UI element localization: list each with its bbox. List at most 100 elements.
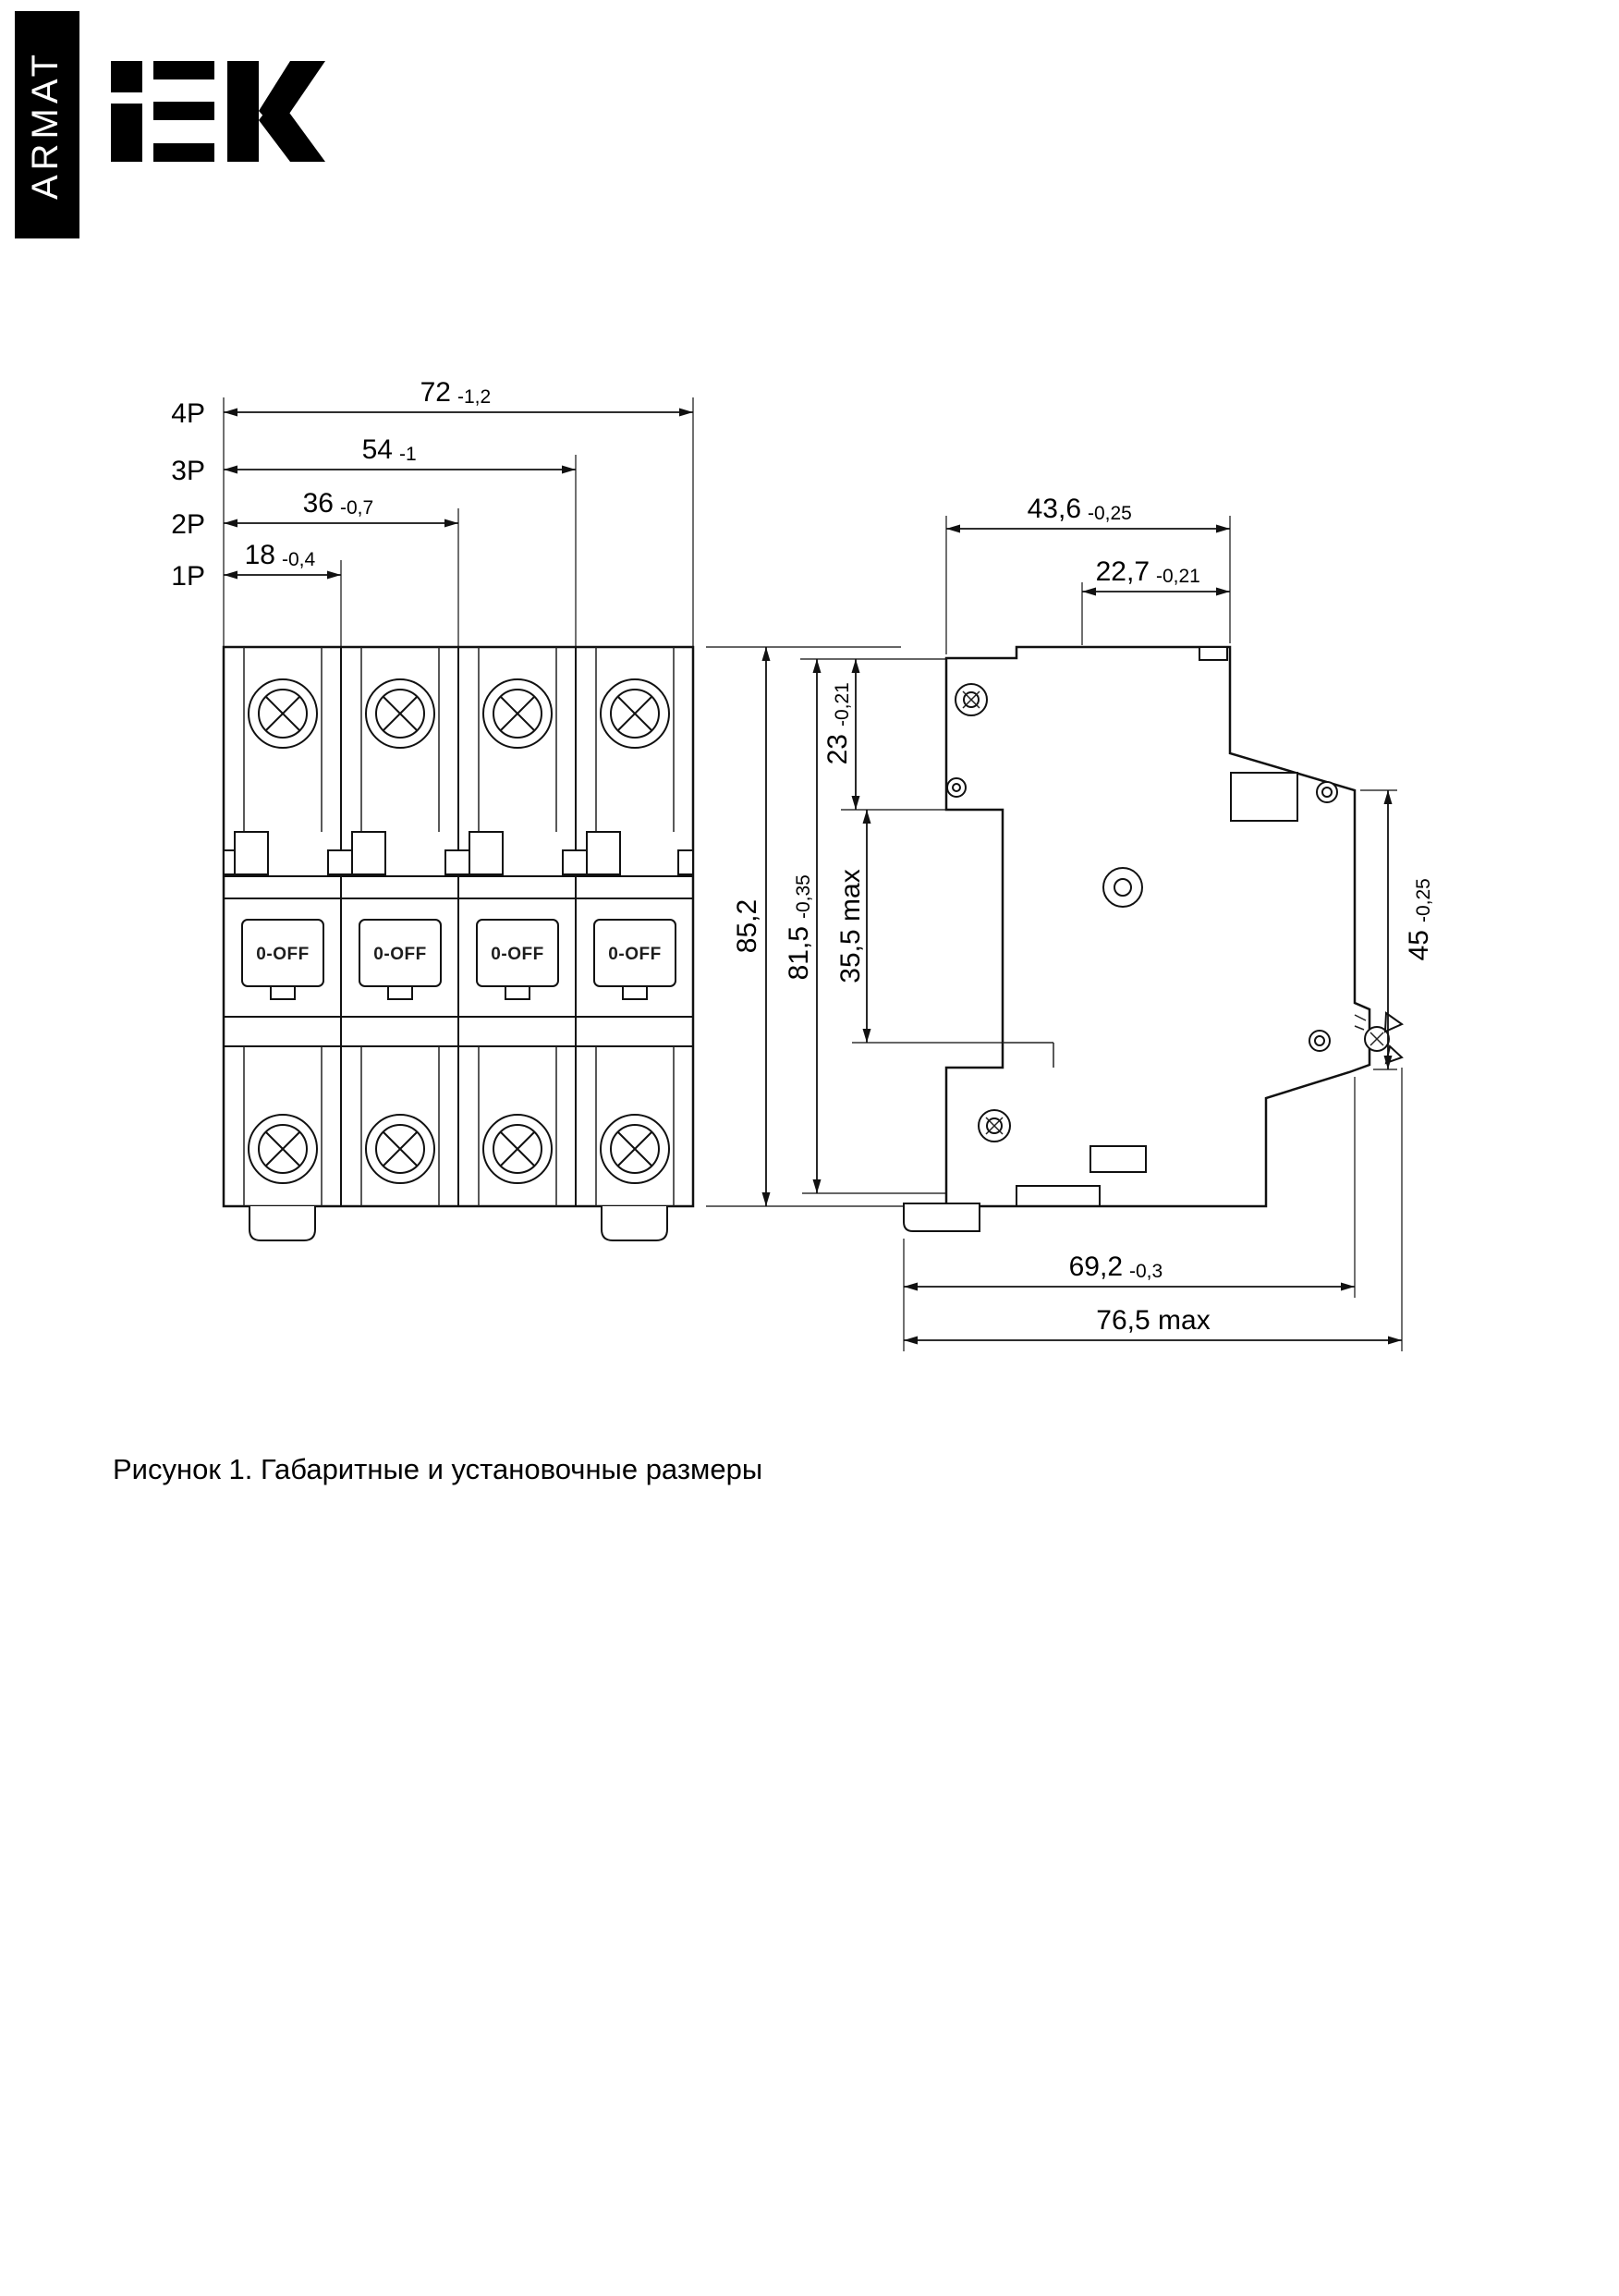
side-view-dimensions: 43,6 -0,25 22,7 -0,21 45 -0,25 69,2 -0,3	[903, 494, 1434, 1351]
terminal-screw-top-side-inner	[963, 691, 980, 708]
toggle-tab	[387, 985, 413, 1000]
breaker-module-2: 0-OFF	[351, 647, 442, 1206]
terminal-screw-bottom-inner	[375, 1124, 425, 1174]
terminal-screw-bottom-inner	[493, 1124, 542, 1174]
mounting-foot-right	[601, 1206, 668, 1241]
toggle-tab	[270, 985, 296, 1000]
screw-slot	[500, 696, 535, 731]
terminal-screw-bottom-inner	[258, 1124, 308, 1174]
dim-3p: 3P 54 -1	[171, 434, 576, 486]
terminal-screw-bottom-inner	[610, 1124, 660, 1174]
breaker-module-1: 0-OFF	[234, 647, 324, 1206]
dim-top-section-height: 23 -0,21	[822, 659, 860, 810]
terminal-screw-top-inner	[258, 689, 308, 739]
clamp-screw-side	[946, 777, 967, 798]
dim-value-3p: 54	[362, 434, 393, 465]
screw-slot	[962, 690, 980, 709]
dim-tol-1p: -0,4	[282, 549, 316, 570]
interlock-tab	[444, 849, 472, 875]
breaker-module-3: 0-OFF	[469, 647, 559, 1206]
screw-slot	[617, 696, 652, 731]
breaker-module-4: 0-OFF	[586, 647, 676, 1206]
dim-value-1p: 18	[245, 540, 275, 570]
screw-slot	[265, 1131, 300, 1166]
top-face-notch	[1199, 646, 1228, 661]
front-screw-top	[1316, 781, 1338, 803]
interlock-tab	[562, 849, 590, 875]
figure-caption: Рисунок 1. Габаритные и установочные раз…	[113, 1453, 762, 1485]
pole-label-3p: 3P	[171, 456, 205, 486]
dim-tol-2p: -0,7	[340, 497, 373, 519]
iek-logo-e-bar2	[153, 102, 214, 120]
din-clip-lever	[903, 1203, 980, 1232]
front-view: 0-OFF 0-OFF	[222, 645, 695, 1241]
terminal-clamp	[469, 831, 504, 875]
toggle-handle-side	[1230, 772, 1298, 822]
terminal-clamp	[586, 831, 621, 875]
toggle-label: 0-OFF	[608, 945, 661, 964]
toggle-label: 0-OFF	[491, 945, 543, 964]
pole-label-4p: 4P	[171, 398, 205, 429]
dim-2p: 2P 36 -0,7	[171, 488, 458, 540]
dim-value-4p: 72	[420, 377, 451, 408]
iek-logo-k-lower-arm	[259, 96, 325, 162]
terminal-screw-top-inner	[610, 689, 660, 739]
toggle-tab	[622, 985, 648, 1000]
front-screw-bottom	[1309, 1030, 1331, 1052]
armat-sidebar-strip	[15, 11, 79, 238]
terminal-screw-top-inner	[375, 689, 425, 739]
dim-tol-front-face: -0,25	[1413, 878, 1434, 922]
dim-bottom-width: 69,2 -0,3	[904, 1252, 1355, 1291]
pole-label-2p: 2P	[171, 509, 205, 540]
dim-value-overall-height: 85,2	[732, 899, 762, 953]
latch-spring	[1354, 1014, 1367, 1021]
iek-logo-e-bar3	[153, 143, 214, 162]
clamp-screw-side-inner	[952, 783, 961, 792]
dim-tol-top-inner: -0,21	[1156, 566, 1200, 587]
screw-slot	[985, 1117, 1004, 1135]
dim-value-top-section: 23	[822, 734, 853, 764]
screw-slot	[617, 1131, 652, 1166]
screw-slot	[383, 1131, 418, 1166]
dim-front-face-height: 45 -0,25	[1383, 790, 1434, 1069]
armat-vertical-label: ARMAT	[25, 50, 66, 200]
dim-4p: 4P 72 -1,2	[171, 377, 693, 429]
iek-logo-i-bar	[111, 104, 142, 162]
screw-slot	[265, 696, 300, 731]
dim-front-section-height: 35,5 max	[835, 810, 871, 1043]
bottom-detail	[1089, 1145, 1147, 1173]
dim-tol-top-width: -0,25	[1088, 503, 1132, 524]
dim-tol-3p: -1	[399, 444, 417, 465]
toggle-label: 0-OFF	[373, 945, 426, 964]
iek-logo	[111, 61, 325, 162]
terminal-screw-bottom-side-inner	[986, 1117, 1003, 1134]
dim-value-top-width: 43,6	[1028, 494, 1081, 524]
terminal-clamp	[234, 831, 269, 875]
dim-value-front-face: 45	[1404, 930, 1434, 960]
dim-value-top-inner: 22,7	[1096, 556, 1150, 587]
dim-value-2p: 36	[303, 488, 334, 519]
dim-overall-height: 85,2	[732, 647, 771, 1206]
latch-spring	[1354, 1025, 1365, 1031]
dim-top-inner-width: 22,7 -0,21	[1082, 556, 1230, 596]
iek-logo-i-dot	[111, 61, 142, 92]
front-view-pole-dimensions: 4P 72 -1,2 3P 54 -1 2P 36 -0,7 1P 18 -0,…	[171, 377, 694, 647]
screw-slot	[500, 1131, 535, 1166]
front-screw-bottom-inner	[1314, 1035, 1325, 1046]
dim-value-front-section: 35,5 max	[835, 869, 866, 983]
pole-label-1p: 1P	[171, 561, 205, 592]
din-rail-recess	[1016, 1185, 1101, 1206]
toggle-tab	[505, 985, 530, 1000]
screw-slot	[1369, 1032, 1384, 1046]
side-view	[903, 645, 1405, 1232]
terminal-screw-top-inner	[493, 689, 542, 739]
iek-logo-k-bar	[227, 61, 259, 162]
screw-slot	[383, 696, 418, 731]
interlock-tab-edge	[677, 849, 694, 875]
mounting-foot-left	[249, 1206, 316, 1241]
iek-logo-e-bar1	[153, 61, 214, 79]
brand-block: ARMAT	[15, 11, 325, 238]
interlock-tab	[327, 849, 355, 875]
toggle-label: 0-OFF	[256, 945, 309, 964]
